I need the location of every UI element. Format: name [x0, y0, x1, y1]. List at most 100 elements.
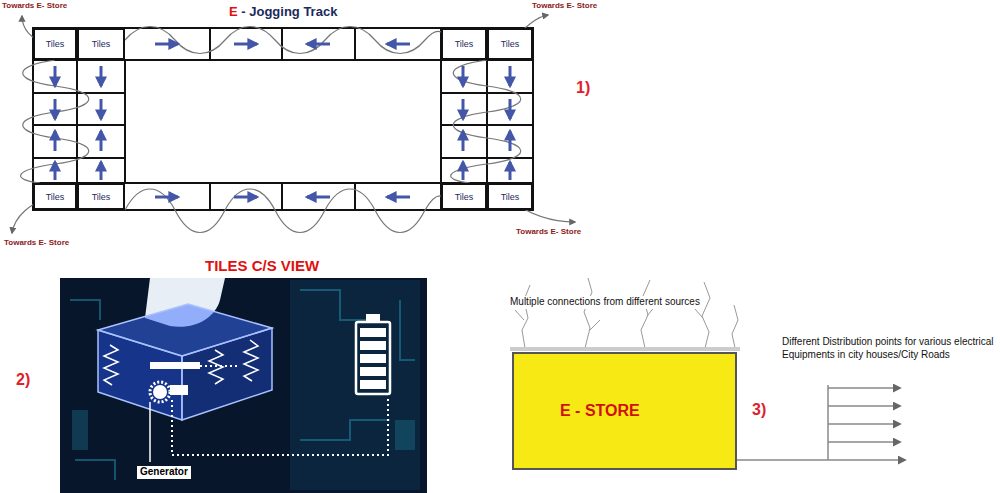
wave-left [21, 60, 89, 183]
annotation: Multiple connections from different sour… [507, 296, 703, 309]
callout-number: 2) [16, 370, 30, 390]
circuit-lines [70, 290, 415, 480]
tile-label: Tiles [501, 192, 520, 202]
arrow [462, 162, 465, 180]
callout-number: 3) [752, 400, 766, 420]
tile-box: Tiles [441, 28, 487, 60]
arrow [54, 99, 57, 119]
annotation: Towards E- Store [2, 1, 67, 11]
battery-bar [360, 354, 386, 363]
source-branch [584, 278, 600, 348]
store-box: E - STORE [512, 352, 737, 470]
arrow [509, 131, 512, 151]
arrow [234, 196, 257, 199]
annotation: Different Distribution points for variou… [782, 336, 996, 361]
tile-label: Tiles [455, 192, 474, 202]
arrow [307, 196, 330, 199]
store-label: E - STORE [560, 402, 640, 420]
distribution-line [737, 459, 905, 461]
source-branch [732, 305, 738, 348]
bus-bar [510, 347, 740, 351]
tile-box: Tiles [77, 28, 125, 60]
arrow [100, 131, 103, 151]
annotation: Towards E- Store [516, 227, 581, 237]
tile-label: Tiles [92, 39, 111, 49]
spring [244, 340, 258, 381]
annotation: TILES C/S VIEW [205, 257, 319, 276]
tile-label: Tiles [46, 39, 65, 49]
annotation: Towards E- Store [4, 238, 69, 248]
tile-box: Tiles [441, 183, 487, 210]
arrow [100, 162, 103, 180]
track-title: E - Jogging Track [226, 4, 340, 19]
battery-bar [360, 328, 386, 337]
track-inner [125, 60, 441, 183]
gear-teeth [150, 382, 170, 402]
battery-bar [360, 341, 386, 350]
circuit-block [72, 410, 88, 450]
arrow [462, 131, 465, 151]
callout-number: 1) [576, 78, 590, 98]
tile-box: Tiles [77, 183, 125, 210]
arrow [462, 99, 465, 119]
arrow [54, 66, 57, 86]
tile-cross-section [60, 278, 427, 493]
arrow [234, 43, 257, 46]
arrow [387, 43, 410, 46]
tile-label: Tiles [92, 192, 111, 202]
tile-label: Tiles [501, 39, 520, 49]
distribution-line [828, 405, 900, 407]
arrow [54, 162, 57, 180]
battery-bar [360, 380, 386, 389]
arrow [100, 99, 103, 119]
spring [104, 345, 118, 385]
source-branch [515, 285, 530, 348]
track-outline [33, 28, 533, 210]
distribution-lines [737, 385, 905, 460]
grid-lines [33, 28, 533, 210]
distribution-line [827, 385, 829, 460]
arrow [307, 43, 330, 46]
track-grid [33, 28, 533, 210]
battery-bar [360, 367, 386, 376]
tile-label: Tiles [455, 39, 474, 49]
direction-arrows [55, 44, 510, 197]
arrow [155, 196, 178, 199]
arrow [462, 66, 465, 86]
arrow [155, 43, 178, 46]
leader-line [149, 402, 151, 462]
battery-cap [366, 314, 380, 322]
plate [150, 362, 200, 369]
annotation: Towards E- Store [532, 1, 597, 11]
circuit-block [395, 420, 415, 450]
arrow [509, 99, 512, 119]
wave-right [451, 60, 521, 183]
tile-label: Tiles [46, 192, 65, 202]
gear [153, 385, 167, 399]
plate [170, 385, 188, 395]
tile-top [98, 304, 272, 356]
dark-ground [60, 278, 427, 493]
distribution-line [828, 423, 900, 425]
store-wiring [510, 278, 740, 351]
battery [356, 322, 390, 394]
tile-box: Tiles [33, 183, 77, 210]
tile-box: Tiles [487, 183, 533, 210]
distribution-line [828, 387, 900, 389]
wave-top [125, 27, 441, 54]
wave-bottom [125, 189, 441, 233]
arrow [54, 131, 57, 151]
annotation: Generator [137, 466, 191, 479]
wire-waves [12, 15, 575, 233]
source-branch [641, 280, 656, 348]
arrow [509, 162, 512, 180]
arrow [387, 196, 410, 199]
tile-box: Tiles [33, 28, 77, 60]
distribution-line [828, 441, 900, 443]
tile-box: Tiles [487, 28, 533, 60]
arrow [100, 66, 103, 86]
arrow [509, 66, 512, 86]
source-branch [694, 282, 710, 348]
